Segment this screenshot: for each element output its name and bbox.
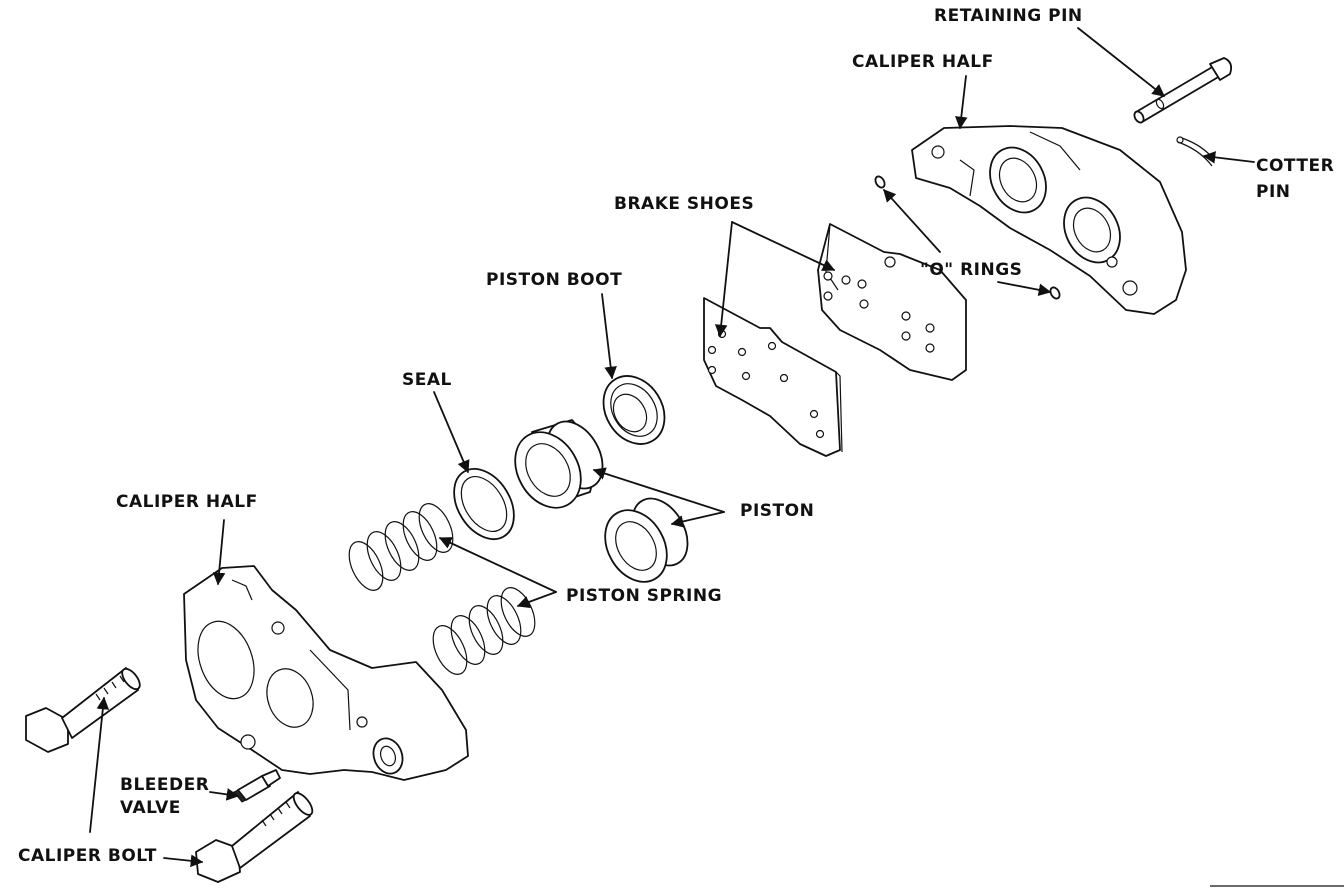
piston-lower-part [604,497,689,583]
caliper-half-top-part [911,125,1187,315]
label-bleeder-valve-line2: VALVE [120,798,181,818]
label-o-rings: "O" RINGS [920,260,1023,280]
caliper-half-bottom-part [183,565,469,781]
seal-part [453,468,515,540]
label-caliper-bolt: CALIPER BOLT [18,846,157,866]
label-cotter-pin-line1: COTTER [1256,156,1335,176]
retaining-pin-part [1133,57,1233,124]
bleeder-valve-part [233,769,281,803]
label-piston-boot: PISTON BOOT [486,270,623,290]
label-caliper-half-top: CALIPER HALF [852,52,994,72]
o-ring-part [1049,286,1061,300]
label-piston-spring: PISTON SPRING [566,586,723,606]
piston-spring-lower-part [432,587,536,675]
brake-shoe-back-part [817,223,967,381]
leader-lines [89,27,1344,887]
piston-boot-part [602,375,666,445]
label-retaining-pin: RETAINING PIN [934,6,1083,26]
caliper-bolt-right-part [195,791,314,883]
cotter-pin-part [1176,136,1215,167]
piston-upper-part [514,419,604,509]
piston-spring-upper-part [348,503,454,591]
label-brake-shoes: BRAKE SHOES [614,194,755,214]
label-cotter-pin-line2: PIN [1256,182,1291,202]
brake-shoe-front-part [703,297,843,457]
o-ring-part [874,175,886,189]
caliper-bolt-left-part [25,667,141,753]
label-piston: PISTON [740,501,815,521]
label-caliper-half-bottom: CALIPER HALF [116,492,258,512]
label-seal: SEAL [402,370,452,390]
label-bleeder-valve-line1: BLEEDER [120,775,210,795]
